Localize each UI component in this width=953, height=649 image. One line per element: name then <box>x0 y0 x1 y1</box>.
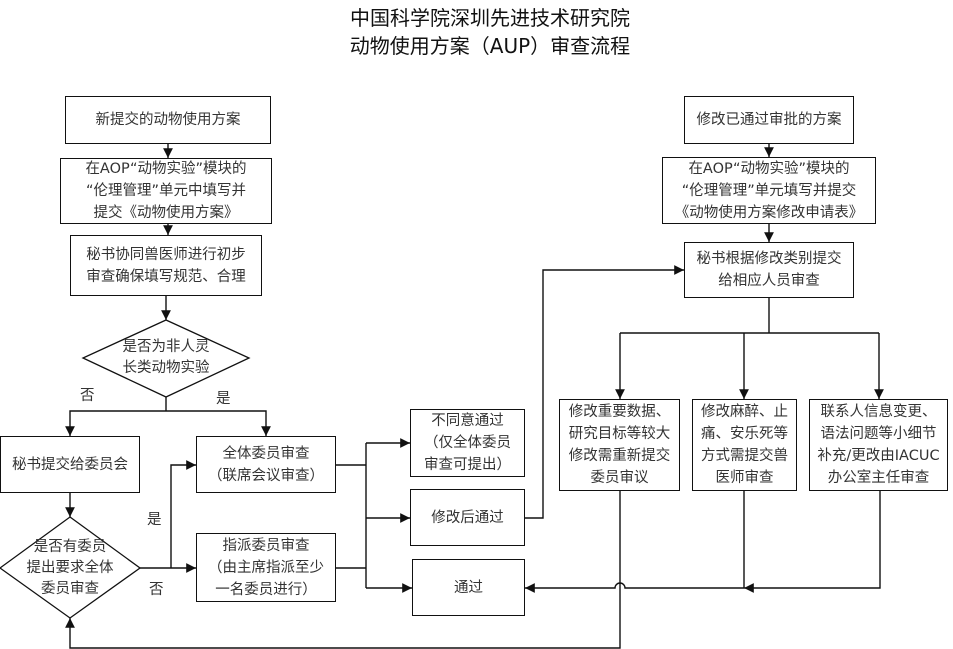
decision-primate-line-2: 长类动物实验 <box>122 360 210 376</box>
full-committee-review-box: 全体委员审查 （联席会议审查） <box>196 436 336 493</box>
fill-form-box: 在AOP“动物实验”模块的 “伦理管理”单元中填写并 提交《动物使用方案》 <box>60 158 272 224</box>
approved-after-modification-text: 修改后通过 <box>431 509 504 526</box>
secretary-route-line-1: 秘书根据修改类别提交 <box>696 251 842 267</box>
full-review-line-2: （联席会议审查） <box>208 467 324 484</box>
initial-review-line-1: 秘书协同兽医师进行初步 <box>86 246 246 263</box>
arrow-minor-return <box>744 491 881 593</box>
initial-review-line-2: 审查确保填写规范、合理 <box>86 268 246 285</box>
disapproved-box: 不同意通过 （仅全体委员 审查可提出） <box>410 409 525 477</box>
arrow-to-approved-from-right <box>525 582 744 593</box>
title-line-1: 中国科学院深圳先进技术研究院 <box>350 6 630 30</box>
fill-form-line-1: 在AOP“动物实验”模块的 <box>85 161 247 177</box>
full-review-line-1: 全体委员审查 <box>222 445 310 462</box>
major-changes-box: 修改重要数据、 研究目标等较大 修改需重新提交 委员审议 <box>559 399 680 491</box>
modify-approved-box: 修改已通过审批的方案 <box>684 96 854 144</box>
designated-line-1: 指派委员审查 <box>222 537 310 554</box>
major-line-3: 修改需重新提交 <box>568 448 671 464</box>
arrow-yes-to-full-review <box>166 410 271 436</box>
secretary-route-line-2: 给相应人员审查 <box>718 273 820 289</box>
disapproved-line-3: 审查可提出） <box>424 457 511 473</box>
secretary-route-box: 秘书根据修改类别提交 给相应人员审查 <box>684 242 854 298</box>
decision-full-review-diamond <box>0 516 142 619</box>
designated-review-box: 指派委员审查 （由主席指派至少 一名委员进行） <box>196 533 336 602</box>
label-no-2: 否 <box>149 582 164 598</box>
title-line-2: 动物使用方案（AUP）审查流程 <box>349 34 631 58</box>
designated-line-3: 一名委员进行） <box>215 581 317 598</box>
decision-primate-text: 是否为非人灵 长类动物实验 <box>106 337 226 379</box>
new-submission-text: 新提交的动物使用方案 <box>95 112 241 128</box>
decision-primate-line-1: 是否为非人灵 <box>122 339 210 355</box>
new-submission-box: 新提交的动物使用方案 <box>65 96 271 144</box>
arrow-no-to-committee <box>65 410 166 436</box>
decision2-line-3: 委员审查 <box>41 581 99 597</box>
major-line-4: 委员审议 <box>590 470 649 486</box>
fill-modification-box: 在AOP“动物实验”模块的 “伦理管理”单元填写并提交 《动物使用方案修改申请表… <box>662 157 876 224</box>
designated-line-2: （由主席指派至少 <box>208 559 324 576</box>
anesthesia-changes-box: 修改麻醉、止 痛、安乐死等 方式需提交兽 医师审查 <box>692 399 797 491</box>
anesthesia-line-2: 痛、安乐死等 <box>701 426 788 442</box>
decision2-line-1: 是否有委员 <box>33 539 107 555</box>
anesthesia-line-1: 修改麻醉、止 <box>701 404 788 420</box>
fill-mod-line-2: “伦理管理”单元填写并提交 <box>681 182 857 199</box>
minor-line-1: 联系人信息变更、 <box>820 404 937 420</box>
approved-text: 通过 <box>454 579 483 596</box>
decision-primate-diamond <box>81 319 251 398</box>
label-no-1: 否 <box>80 388 95 404</box>
arrow-major-return <box>65 491 621 649</box>
submit-committee-text: 秘书提交给委员会 <box>12 456 128 473</box>
disapproved-line-2: （仅全体委员 <box>424 435 511 451</box>
decision-full-review-text: 是否有委员 提出要求全体 委员审查 <box>12 537 128 600</box>
fill-mod-line-1: 在AOP“动物实验”模块的 <box>688 160 850 177</box>
minor-changes-box: 联系人信息变更、 语法问题等小细节 补充/更改由IACUC 办公室主任审查 <box>809 399 948 491</box>
anesthesia-line-3: 方式需提交兽 <box>701 448 788 464</box>
fill-mod-line-3: 《动物使用方案修改申请表》 <box>674 204 864 221</box>
disapproved-line-1: 不同意通过 <box>431 413 504 429</box>
major-line-1: 修改重要数据、 <box>568 404 671 420</box>
minor-line-3: 补充/更改由IACUC <box>817 448 940 464</box>
modify-approved-text: 修改已通过审批的方案 <box>696 112 842 128</box>
submit-committee-box: 秘书提交给委员会 <box>0 436 140 493</box>
arrow-modify-to-secretary <box>525 265 684 519</box>
initial-review-box: 秘书协同兽医师进行初步 审查确保填写规范、合理 <box>70 235 262 296</box>
label-yes-1: 是 <box>216 391 231 407</box>
minor-line-2: 语法问题等小细节 <box>820 426 937 442</box>
label-yes-2: 是 <box>147 512 162 528</box>
approved-after-modification-box: 修改后通过 <box>410 489 525 546</box>
fill-form-line-2: “伦理管理”单元中填写并 <box>85 183 247 199</box>
major-line-2: 研究目标等较大 <box>568 426 671 442</box>
approved-box: 通过 <box>412 559 525 616</box>
arrow-decision2-yes <box>170 460 196 568</box>
decision2-line-2: 提出要求全体 <box>26 560 114 576</box>
fill-form-line-3: 提交《动物使用方案》 <box>93 205 239 221</box>
anesthesia-line-4: 医师审查 <box>715 470 774 486</box>
minor-line-4: 办公室主任审查 <box>827 470 930 486</box>
